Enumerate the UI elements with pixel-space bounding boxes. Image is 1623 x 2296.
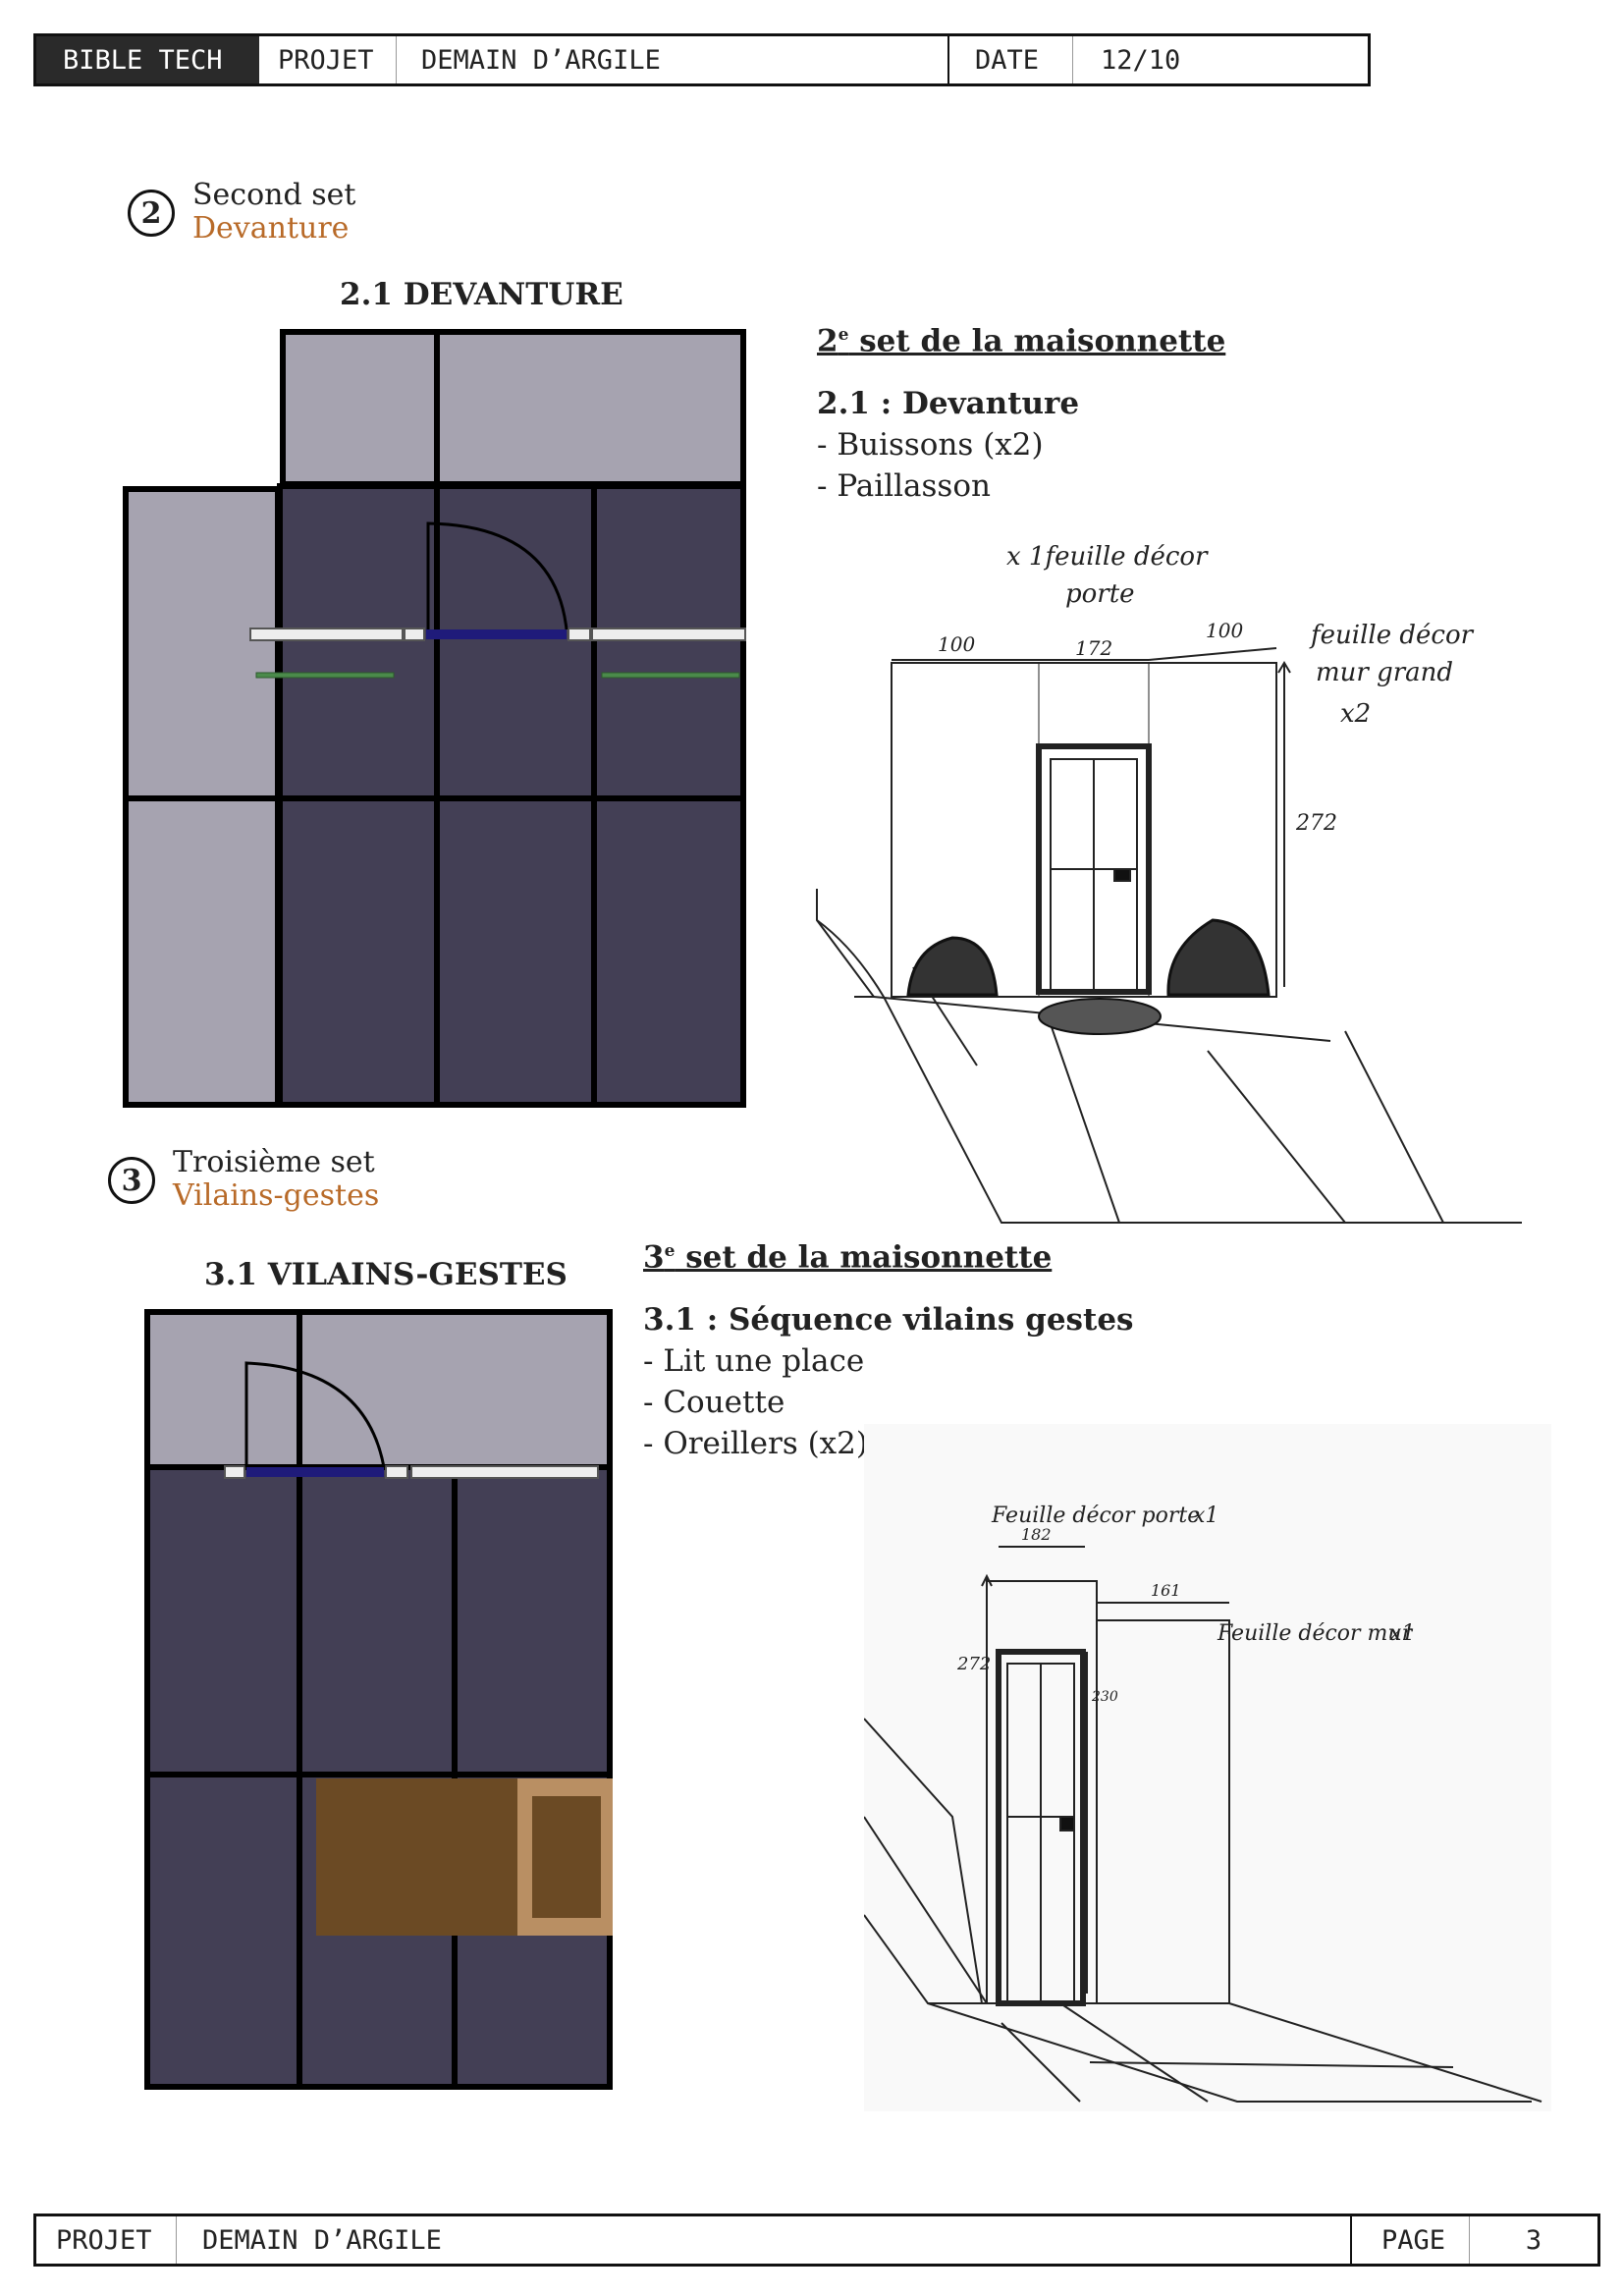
notes-3-heading-num: 3 (643, 1239, 665, 1276)
sketch3-annot: Feuille décor mur (1217, 1621, 1414, 1646)
plan-bed-pillow (532, 1796, 601, 1918)
section-3-subtitle: Vilains-gestes (173, 1178, 380, 1213)
floor-plan-devanture (123, 329, 746, 1108)
section-3-number: 3 (108, 1157, 155, 1204)
sketch2-dim: 272 (1295, 811, 1337, 836)
sketch2-annot: porte (1065, 579, 1135, 609)
plan-panel-dark (434, 483, 597, 801)
sketch-vilains-gestes: Feuille décor porte x1 Feuille décor mur… (864, 1424, 1551, 2111)
notes-3-heading: 3e set de la maisonnette (643, 1230, 1134, 1278)
section-2-heading: Second set Devanture (192, 179, 355, 246)
plan-bush-left (255, 672, 395, 679)
section-2-subtitle: Devanture (192, 211, 350, 246)
notes-section-3: 3e set de la maisonnette 3.1 : Séquence … (643, 1230, 1134, 1464)
plan-bush-right (601, 672, 740, 679)
page-footer: PROJET DEMAIN D’ARGILE PAGE 3 (33, 2214, 1600, 2267)
plan-panel-dark (144, 1464, 302, 1777)
footer-project-label: PROJET (36, 2216, 177, 2264)
plan-panel-dark (144, 1772, 302, 2090)
header-project-name: DEMAIN D’ARGILE (397, 36, 949, 83)
plan-wall-stub (568, 628, 591, 641)
plan-door-swing (244, 1361, 386, 1468)
plan-wall-stub (404, 628, 425, 641)
plan-wall-stub (224, 1465, 245, 1479)
sketch-devanture: x 1feuille décor porte feuille décor mur… (816, 542, 1522, 1224)
notes-3-heading-sup: e (664, 1241, 676, 1261)
footer-page-label: PAGE (1352, 2216, 1470, 2264)
sketch3-dim: 230 (1091, 1689, 1118, 1705)
notes-3-heading-rest: set de la maisonnette (675, 1239, 1053, 1276)
plan-panel-light (123, 486, 281, 801)
plan-door (426, 629, 567, 639)
notes-3-item: - Oreillers (x2) (643, 1426, 868, 1462)
sketch2-annot: feuille décor (1309, 621, 1475, 650)
plan-panel-light (280, 329, 440, 487)
sketch3-annot: Feuille décor porte (991, 1503, 1200, 1528)
sketch-bush-right (1166, 918, 1271, 997)
sketch-doormat (1038, 998, 1162, 1035)
sketch3-dim: 161 (1151, 1581, 1181, 1600)
sketch2-annot: mur grand (1316, 658, 1453, 687)
notes-2-heading-rest: set de la maisonnette (848, 323, 1226, 359)
header-project-label: PROJET (259, 36, 397, 83)
floor-plan-vilains-gestes (144, 1309, 613, 2090)
sketch3-annot: x1 (1389, 1621, 1415, 1646)
footer-project-name: DEMAIN D’ARGILE (177, 2216, 1352, 2264)
sketch2-annot: x 1feuille décor (1006, 542, 1209, 572)
plan-panel-dark (452, 1464, 613, 1777)
plan-panel-dark (277, 795, 440, 1108)
notes-section-2: 2e set de la maisonnette 2.1 : Devanture… (817, 314, 1225, 507)
plan-door (246, 1467, 384, 1477)
notes-2-heading-sup: e (838, 325, 849, 345)
header-brand: BIBLE TECH (36, 36, 259, 83)
header-date-value: 12/10 (1101, 44, 1181, 76)
sketch2-dim: 172 (1075, 636, 1112, 660)
sketch-bush-left (906, 936, 999, 997)
sketch3-dim: 272 (956, 1654, 991, 1674)
plan-wall-right (410, 1465, 599, 1479)
plan-wall-stub (385, 1465, 408, 1479)
header-date-label: DATE (949, 36, 1073, 83)
notes-2-heading-num: 2 (817, 323, 839, 359)
plan-3-title: 3.1 VILAINS-GESTES (204, 1257, 568, 1292)
plan-2-title: 2.1 DEVANTURE (340, 277, 623, 312)
section-3-title: Troisième set (173, 1145, 375, 1179)
plan-panel-light (123, 795, 281, 1108)
footer-page-number: 3 (1525, 2224, 1542, 2256)
sketch2-annot: x2 (1340, 699, 1371, 729)
notes-3-item: - Couette (643, 1385, 785, 1421)
plan-panel-dark (591, 795, 746, 1108)
plan-panel-dark (591, 483, 746, 801)
notes-3-subheading: 3.1 : Séquence vilains gestes (643, 1302, 1134, 1339)
plan-panel-dark (297, 1464, 458, 1777)
sketch3-dim: 182 (1021, 1525, 1052, 1544)
section-2-title: Second set (192, 178, 356, 212)
notes-2-subheading: 2.1 : Devanture (817, 386, 1080, 422)
section-2-number: 2 (128, 190, 175, 237)
sketch2-dim: 100 (938, 632, 975, 656)
plan-panel-light (144, 1309, 302, 1470)
plan-wall-right (591, 628, 746, 641)
notes-3-item: - Lit une place (643, 1343, 865, 1380)
sketch3-annot: x1 (1193, 1503, 1218, 1528)
sketch2-dim: 100 (1206, 619, 1243, 642)
notes-2-heading: 2e set de la maisonnette (817, 314, 1225, 361)
notes-2-item: - Buissons (x2) (817, 427, 1044, 464)
page-header: BIBLE TECH PROJET DEMAIN D’ARGILE DATE 1… (33, 33, 1371, 86)
plan-door-swing (426, 521, 568, 630)
plan-panel-light (297, 1309, 613, 1470)
plan-wall-left (249, 628, 404, 641)
plan-panel-dark (277, 483, 440, 801)
notes-2-item: - Paillasson (817, 468, 991, 505)
section-3-heading: Troisième set Vilains-gestes (173, 1146, 379, 1213)
plan-panel-light (434, 329, 746, 487)
plan-panel-dark (434, 795, 597, 1108)
